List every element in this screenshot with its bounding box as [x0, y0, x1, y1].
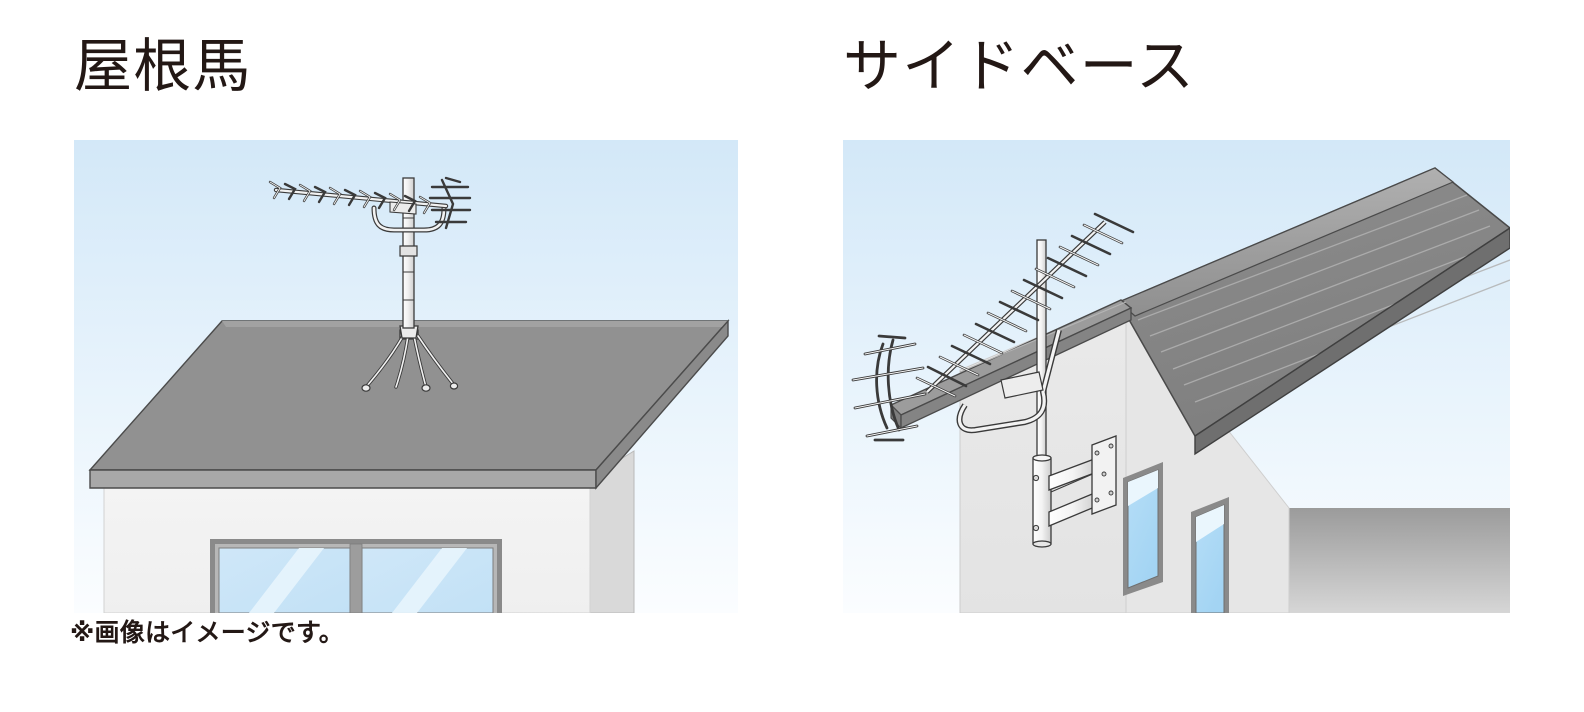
roof-mount-foot	[449, 382, 459, 390]
antenna-reflector	[428, 176, 472, 230]
roof-mount-foot	[421, 384, 431, 392]
door-pane-left-highlight	[249, 548, 324, 613]
mast-sleeve-bottom	[1032, 540, 1052, 548]
door-center-stile	[349, 543, 363, 613]
door-pane-right-highlight	[392, 548, 467, 613]
panel-title-roof-mount: 屋根馬	[74, 34, 252, 99]
mast-sleeve	[1032, 457, 1052, 545]
roof-fascia	[89, 469, 597, 489]
mast-sleeve-top	[1032, 454, 1052, 462]
roof-ridge-highlight	[222, 321, 728, 327]
side-base-bracket	[1048, 435, 1117, 527]
roof-mount-scene	[74, 140, 738, 613]
roof-fascia-right	[1194, 227, 1510, 456]
roof-mount-foot	[361, 384, 371, 392]
antenna-reflector-highlight	[852, 343, 926, 437]
illustration-roof-mount	[74, 140, 738, 613]
house-windows	[1123, 462, 1229, 613]
mast-coupler	[399, 245, 418, 257]
antenna-directors-highlight	[916, 224, 1123, 397]
boom-clamp	[1000, 371, 1044, 399]
mast-bolt	[1032, 524, 1040, 532]
window-highlight-1	[1128, 470, 1158, 506]
bracket-brace	[1050, 472, 1096, 493]
roof-fascia-right	[595, 319, 729, 490]
antenna-directors-highlight	[269, 181, 431, 214]
yagi-antenna	[851, 212, 1135, 442]
background-shadow	[1289, 508, 1510, 613]
panel-title-side-base: サイドベース	[843, 34, 1196, 99]
sliding-glass-door	[210, 539, 502, 613]
side-base-scene	[843, 140, 1510, 613]
mast-bolt	[1032, 474, 1040, 482]
yagi-antenna	[268, 176, 472, 233]
house-left	[88, 319, 730, 613]
house-right	[889, 167, 1510, 613]
roof-mount-legs	[361, 325, 459, 392]
image-disclaimer-caption: ※画像はイメージです。	[70, 619, 345, 647]
bracket-plate-bolts	[1094, 443, 1114, 503]
window-highlight-2	[1196, 505, 1224, 542]
antenna-mast	[399, 177, 418, 329]
illustration-side-base	[843, 140, 1510, 613]
